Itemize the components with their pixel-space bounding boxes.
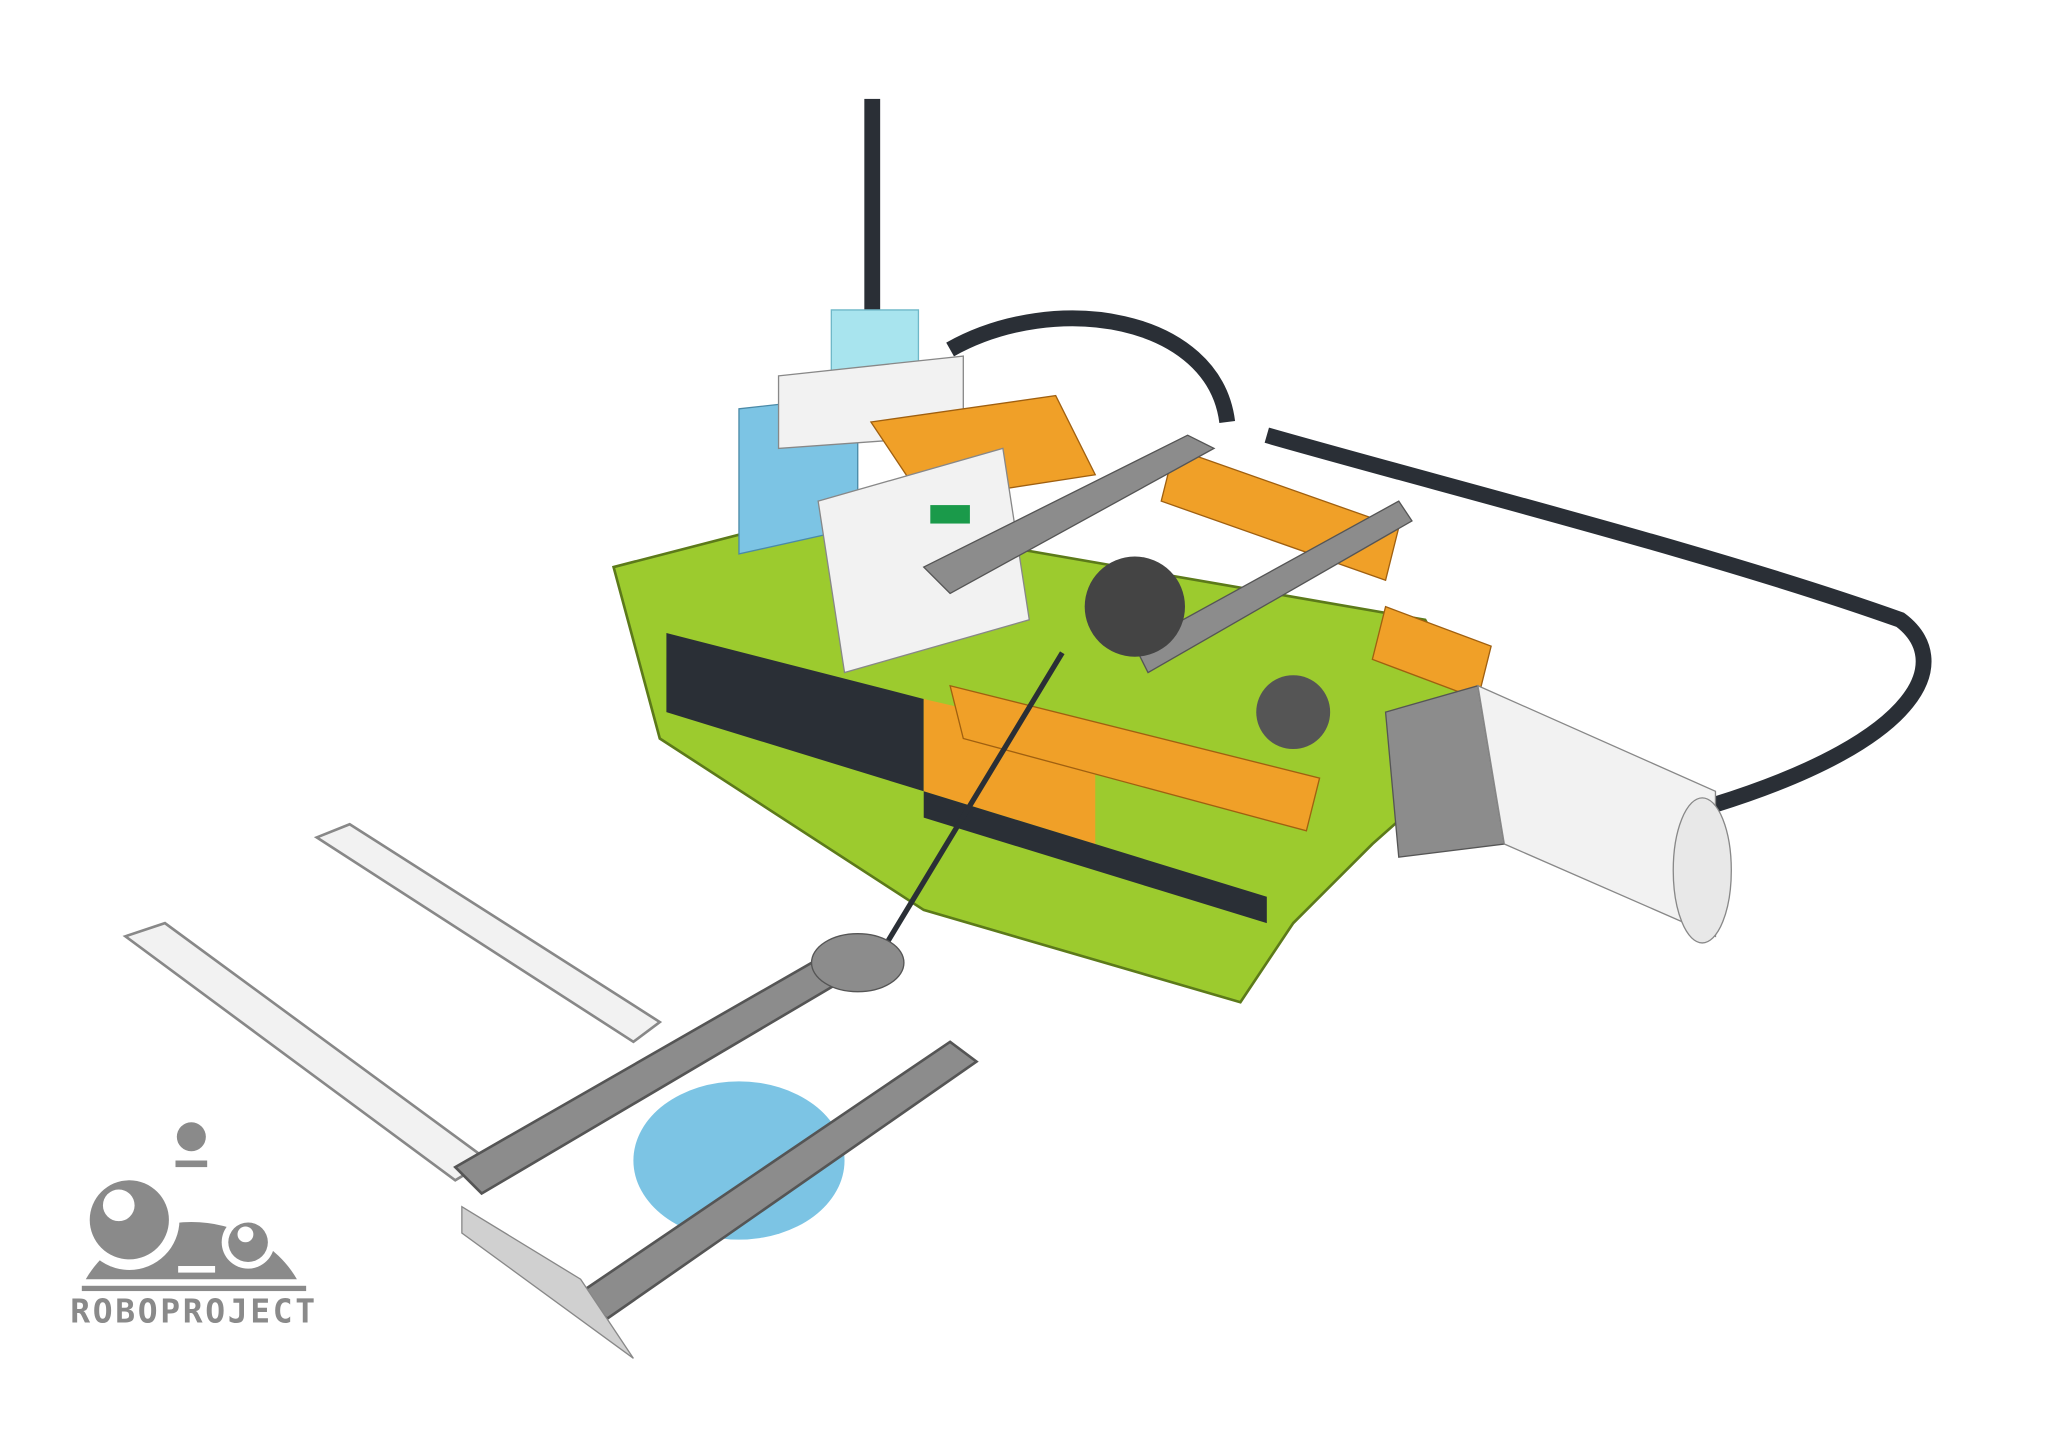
string — [868, 651, 1065, 971]
roboproject-logo: ROBOPROJECT — [70, 1122, 317, 1331]
antenna — [830, 98, 920, 377]
motor-cable — [946, 310, 1932, 812]
motor — [1384, 684, 1732, 944]
fork — [122, 822, 979, 1359]
chassis — [611, 355, 1493, 1004]
logo-text: ROBOPROJECT — [70, 1292, 317, 1331]
